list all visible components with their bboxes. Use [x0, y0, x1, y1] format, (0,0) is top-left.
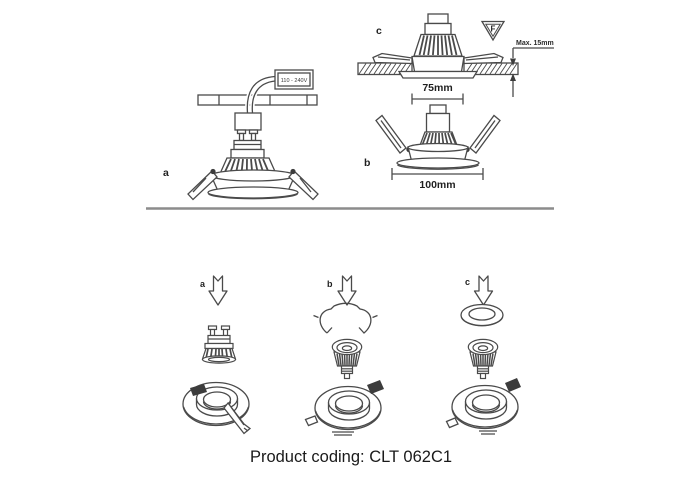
step-a-label: a	[200, 279, 206, 289]
ring-clip-tab	[505, 378, 521, 392]
ring-spring-blade	[223, 401, 252, 435]
diagram-b-label: b	[364, 157, 370, 169]
diagram-a-label: a	[163, 167, 169, 179]
lamp-base	[230, 129, 265, 159]
outer-dimension: 100mm	[391, 168, 484, 191]
f-mark-letter: F	[491, 25, 496, 34]
gu10-lamp	[201, 325, 237, 364]
assembly-step-a: a	[182, 275, 252, 435]
trim-ring	[207, 169, 299, 200]
lamp-front	[418, 104, 459, 149]
mounting-rail	[197, 94, 318, 106]
ceiling-clips	[372, 52, 504, 65]
step-c-label: c	[465, 277, 470, 287]
f-mark-icon: F	[480, 20, 506, 42]
outer-dimension-label: 100mm	[419, 179, 455, 191]
lamp-above-ceiling	[413, 13, 463, 57]
down-arrow-icon	[337, 275, 357, 306]
ring-clip-tab	[190, 384, 207, 396]
connector-block	[234, 112, 262, 131]
assembly-step-c: c	[445, 275, 521, 435]
retaining-spring-clip	[313, 302, 378, 334]
assembly-step-b: b	[304, 275, 384, 436]
ceiling-cross-section: c F	[357, 13, 554, 105]
step-b-label: b	[327, 279, 333, 289]
cutout-dimension-label: 75mm	[422, 82, 452, 94]
fixture-side-view: a 110 - 240V	[163, 69, 319, 201]
gu10-lamp	[331, 338, 363, 380]
diagram-c-label: c	[376, 25, 382, 37]
max-recess-label: Max. 15mm	[516, 40, 554, 47]
product-coding-label: Product coding: CLT 062C1	[250, 448, 452, 466]
recessed-body	[397, 55, 479, 79]
driver-voltage-label: 110 - 240V	[281, 78, 308, 84]
retaining-ring	[460, 303, 504, 327]
down-arrow-icon	[473, 275, 494, 306]
ring-side-tab	[304, 415, 354, 436]
driver-box: 110 - 240V	[274, 69, 314, 90]
ring-clip-tab	[367, 380, 384, 394]
max-recess-annotation: Max. 15mm	[510, 40, 554, 97]
power-cables	[245, 74, 276, 114]
gu10-lamp	[467, 338, 499, 380]
ring-side-tab	[445, 417, 497, 435]
down-arrow-icon	[208, 275, 228, 306]
mount-ring	[451, 384, 519, 430]
spring-clips	[187, 168, 319, 201]
cutout-dimension: 75mm	[411, 82, 464, 105]
cutout-dimension-view: b 100mm	[364, 104, 501, 191]
housing-front	[396, 142, 480, 170]
